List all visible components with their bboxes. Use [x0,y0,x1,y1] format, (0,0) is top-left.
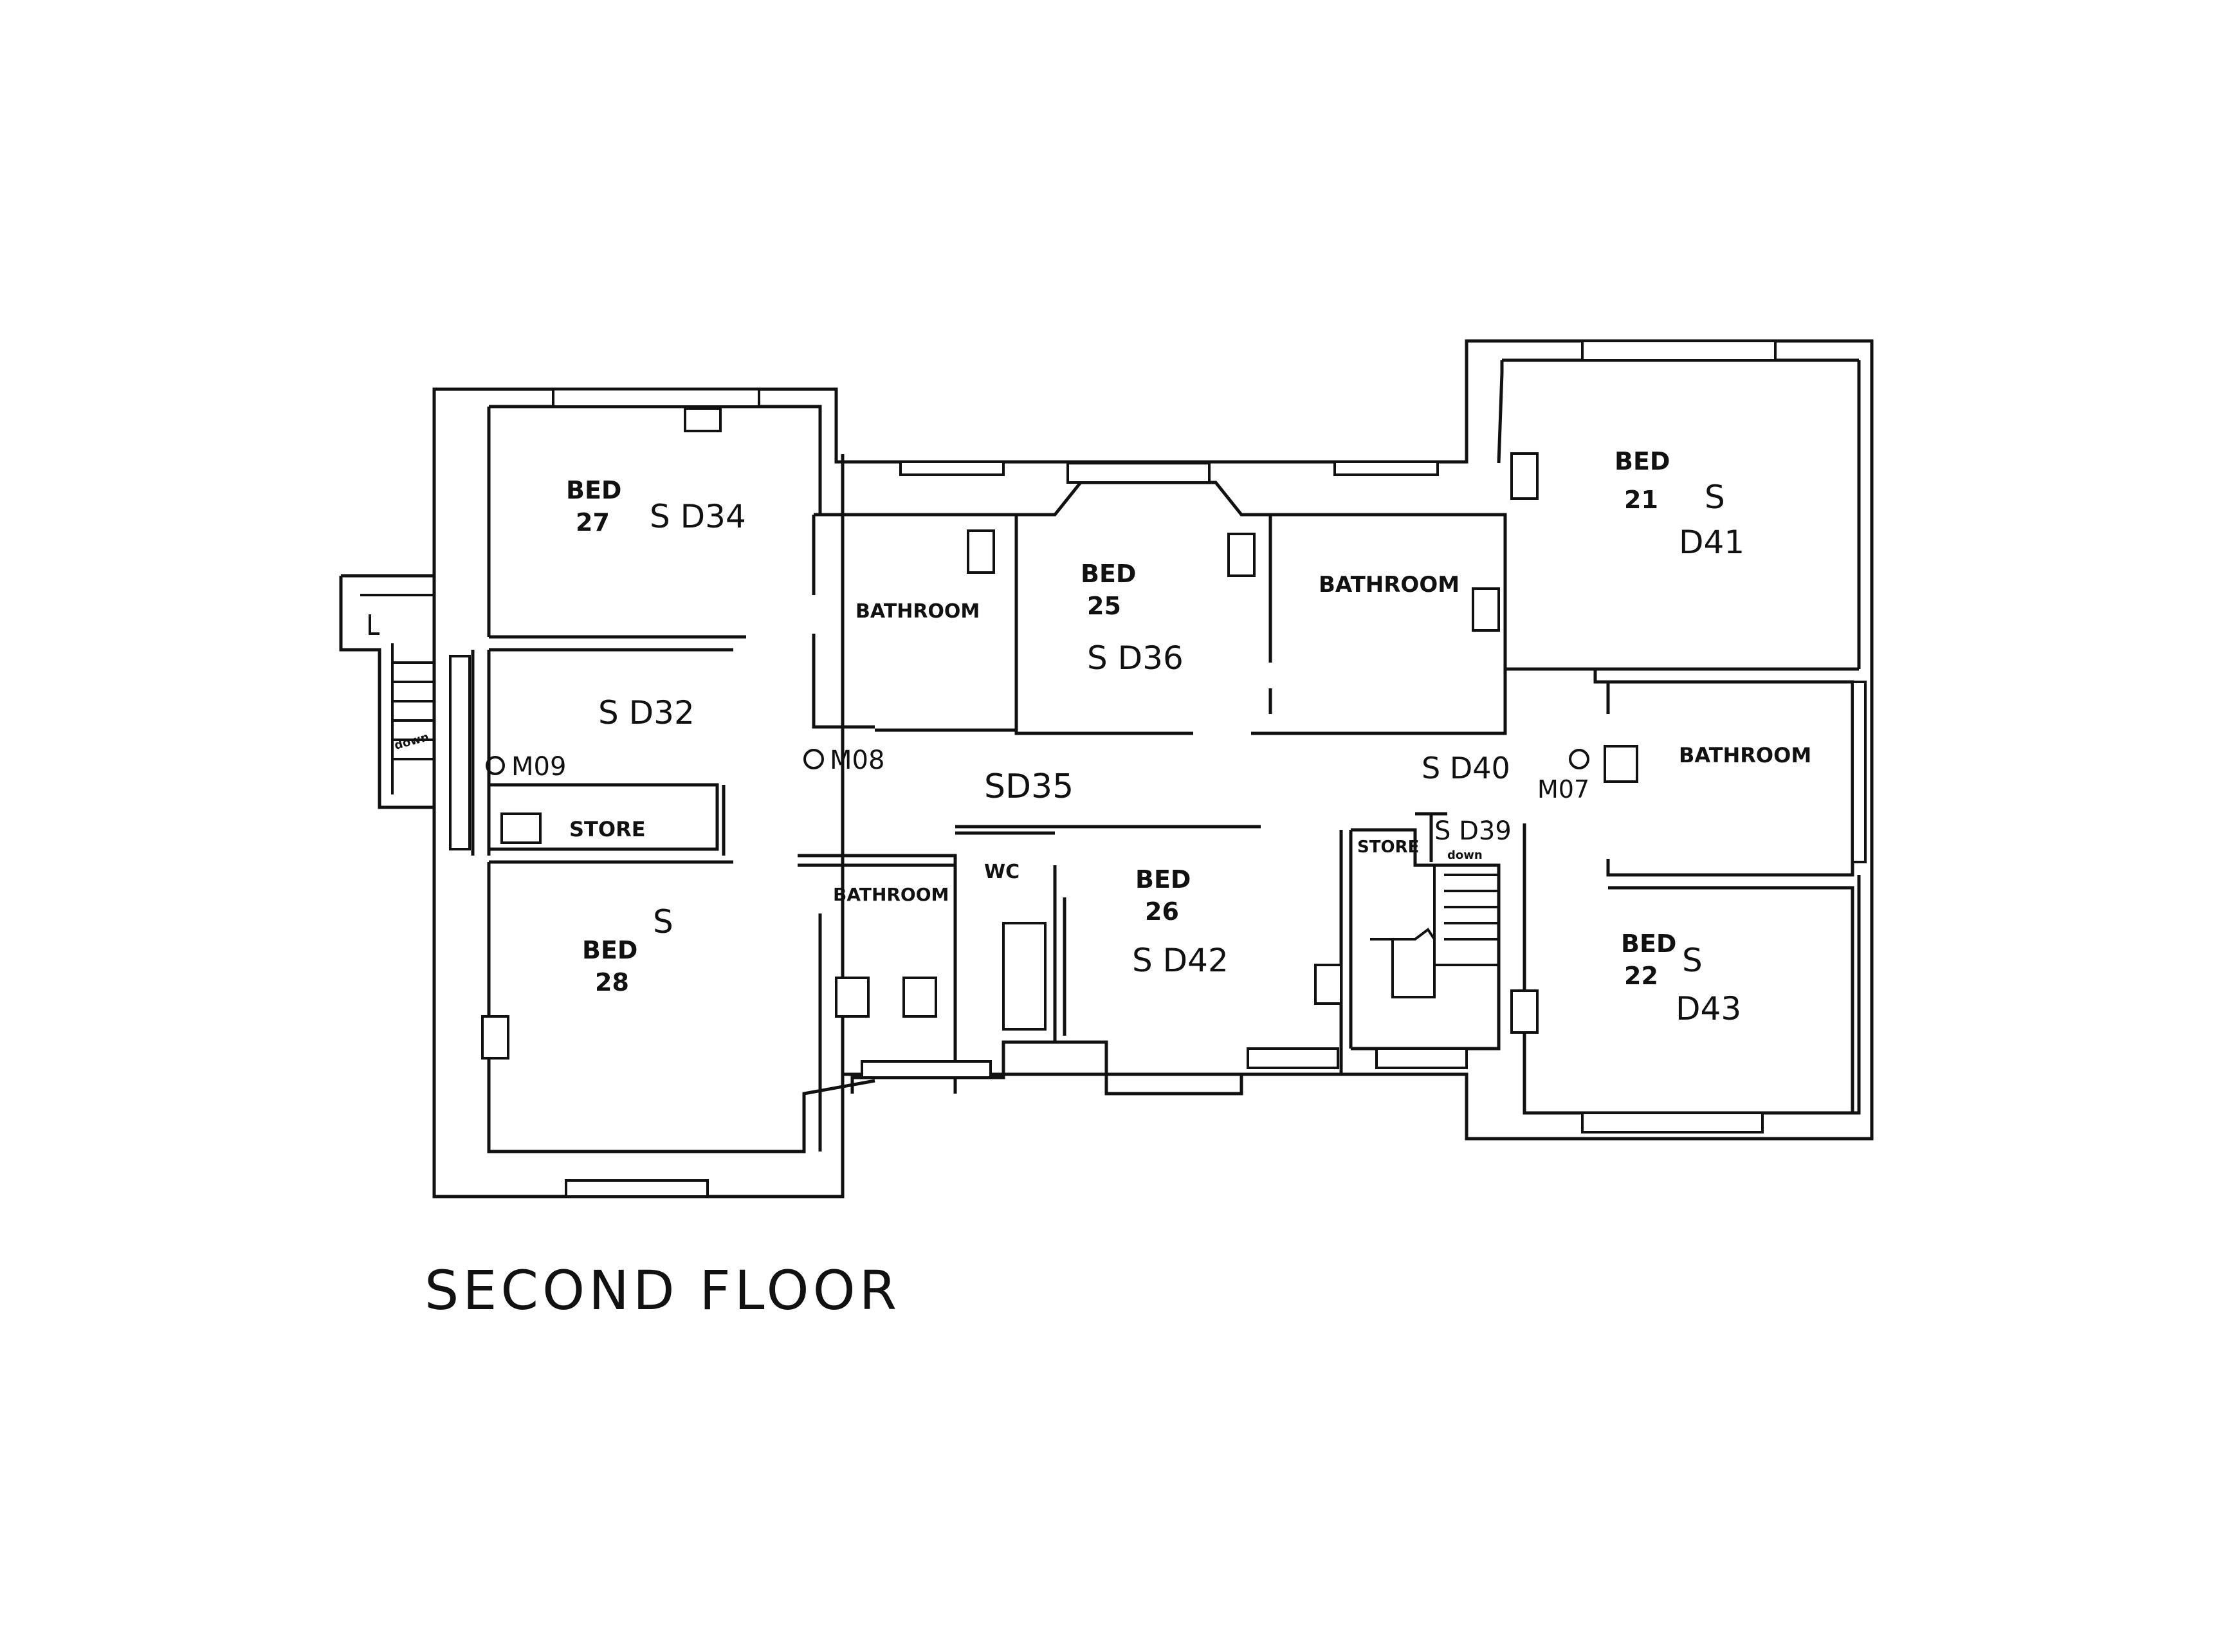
bathroom-1: BATHROOM [855,600,980,623]
stair-note: down [1447,849,1483,862]
room-name: BED [1135,865,1191,894]
marker-circle-icon [803,749,824,769]
room-bed-25: BED 25 S D36 [1081,560,1184,677]
room-code: S D32 [598,694,695,731]
room-code: S D36 [1087,639,1184,677]
room-name: BATHROOM [1319,572,1459,598]
room-name: BATHROOM [855,600,980,623]
room-name: BED [1621,930,1676,958]
room-name: BATHROOM [1679,743,1811,767]
room-code: S [653,903,673,941]
room-name: STORE [1357,838,1419,857]
room-code: S D42 [1132,942,1229,979]
marker-circle-icon [1569,749,1589,769]
room-number: 22 [1624,962,1658,990]
marker-label: M09 [511,752,566,782]
stair-note: down [393,730,430,752]
room-bed-26: BED 26 S D42 [1132,865,1229,979]
room-number: 27 [576,508,610,537]
room-name: WC [984,861,1020,883]
marker-label: M08 [830,746,884,775]
marker-circle-icon [486,756,505,775]
marker-m07: M07 [1537,749,1589,803]
room-bed-21: BED 21 S D41 [1615,447,1744,561]
room-name: BATHROOM [833,884,949,905]
wc: WC [984,861,1020,883]
room-number: 26 [1145,897,1179,926]
room-code: S [1705,479,1725,516]
marker-m08: M08 [803,746,884,775]
page-title: SECOND FLOOR [425,1259,901,1322]
room-number: 21 [1624,486,1658,514]
room-code: S D40 [1422,751,1510,785]
room-code: S [1682,942,1703,979]
room-name: BED [1615,447,1670,475]
marker-label: M07 [1537,775,1589,803]
room-code: S D39 [1434,816,1512,846]
staircase-west [339,574,434,809]
room-name: BED [582,936,637,964]
room-s032: S D32 [598,694,695,731]
room-code: D41 [1679,524,1744,561]
stair-west-label: down [393,730,430,752]
room-name: BED [566,476,621,504]
room-name: BED [1081,560,1136,588]
room-code: SD35 [984,767,1074,806]
store-2: STORE [1357,838,1419,857]
room-number: 25 [1087,592,1121,620]
marker-m09: M09 [486,752,566,782]
staircase-central [1370,865,1499,998]
fireplaces [481,407,1638,1060]
corridor: SD35 [984,767,1074,806]
windows [449,340,1867,1198]
room-bed-28: S BED 28 [582,903,673,996]
stair-s039: S D39 down [1434,816,1512,862]
room-code: D43 [1676,990,1741,1027]
room-code: S D34 [650,498,746,535]
store-1: STORE [569,817,646,841]
bathroom-3: BATHROOM [1679,743,1811,767]
room-name: STORE [569,817,646,841]
room-bed-27: BED 27 S D34 [566,476,746,537]
bathroom-2: BATHROOM [1319,572,1459,598]
bathroom-4: BATHROOM [833,884,949,905]
room-bed-22: BED 22 S D43 [1621,930,1741,1027]
room-number: 28 [595,968,629,996]
landing-s040: S D40 [1422,751,1510,785]
